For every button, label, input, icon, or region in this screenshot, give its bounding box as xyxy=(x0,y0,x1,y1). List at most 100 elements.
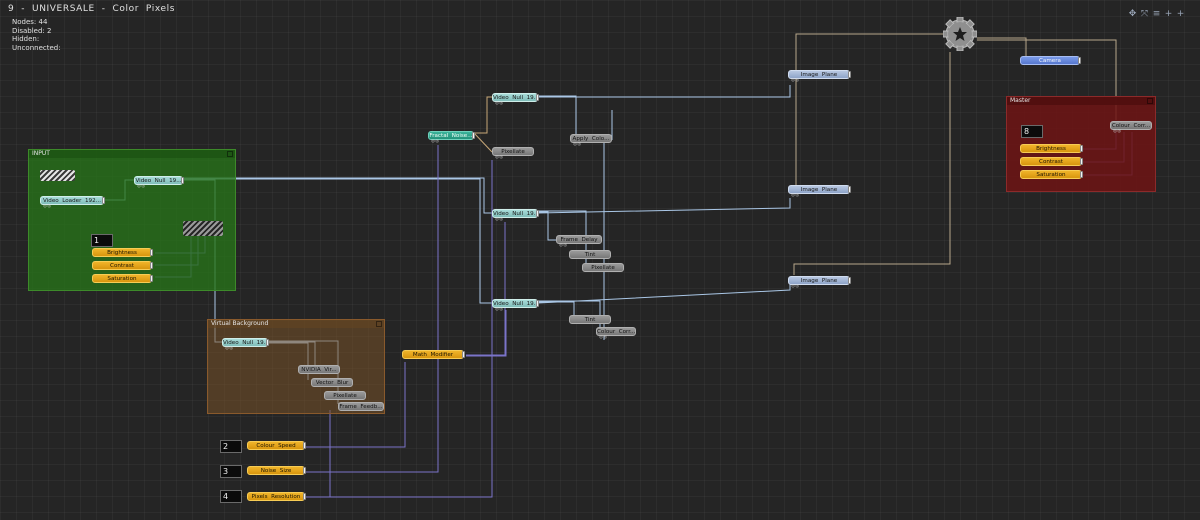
node-brightness-master[interactable]: Brightness xyxy=(1020,144,1083,153)
node-output-cap xyxy=(536,94,539,101)
node-video-null-input[interactable]: Video Null 19...◎◎ xyxy=(134,176,184,189)
node-pixellate-mid[interactable]: Pixellate xyxy=(582,263,624,272)
node-label: Apply Colo... xyxy=(572,136,610,142)
stats-disabled: Disabled: 2 xyxy=(12,27,61,36)
stats-unconnected: Unconnected: xyxy=(12,44,61,53)
node-label: NVIDIA Vir... xyxy=(301,367,337,373)
node-label: Video Null 19... xyxy=(493,211,540,217)
node-output-cap xyxy=(848,186,851,193)
stats-hidden: Hidden: xyxy=(12,35,61,44)
node-label: Vector Blur xyxy=(315,380,349,386)
group-input-close-icon[interactable] xyxy=(227,151,233,157)
node-contrast-input[interactable]: Contrast xyxy=(92,261,153,270)
node-tint-mid[interactable]: Tint xyxy=(569,250,611,259)
node-output-cap xyxy=(150,249,153,256)
node-label: Colour Corr... xyxy=(597,329,636,335)
node-colour-corr-master[interactable]: Colour Corr...◎◎ xyxy=(1110,121,1152,134)
video-preview-thumbnail xyxy=(40,170,75,181)
node-noise-size[interactable]: Noise Size xyxy=(247,466,306,475)
node-tint-low[interactable]: Tint xyxy=(569,315,611,324)
node-label: Video Null 19... xyxy=(135,178,182,184)
node-ports: ◎◎ xyxy=(43,204,52,209)
node-label: Camera xyxy=(1039,58,1061,64)
input-value-field[interactable]: 1 xyxy=(91,234,113,247)
master-value-field[interactable]: 8 xyxy=(1021,125,1043,138)
node-video-null-low[interactable]: Video Null 19...◎◎ xyxy=(492,299,539,312)
node-label: Image Plane xyxy=(800,72,838,78)
node-fractal-noise[interactable]: Fractal Noise...◎◎ xyxy=(428,131,475,144)
node-label: Colour Speed xyxy=(256,443,296,449)
colour-speed-value-field[interactable]: 2 xyxy=(220,440,242,453)
node-saturation-master[interactable]: Saturation xyxy=(1020,170,1083,179)
wire xyxy=(473,132,493,153)
node-image-plane-2[interactable]: Image Plane◎◎ xyxy=(788,185,851,198)
noise-size-value-field[interactable]: 3 xyxy=(220,465,242,478)
stats-disabled-value: 2 xyxy=(47,26,52,35)
node-brightness-input[interactable]: Brightness xyxy=(92,248,153,257)
node-ports: ◎◎ xyxy=(573,142,582,147)
node-ports: ◎◎ xyxy=(495,155,504,160)
node-ports: ◎◎ xyxy=(791,78,800,83)
node-video-loader[interactable]: Video Loader 192...◎◎ xyxy=(40,196,105,209)
fit-icon[interactable]: ⤧ xyxy=(1140,9,1149,19)
node-video-null-vbg[interactable]: Video Null 19...◎◎ xyxy=(222,338,270,351)
node-saturation-input[interactable]: Saturation xyxy=(92,274,153,283)
zoom-in-icon[interactable]: + xyxy=(1176,9,1185,19)
node-label: Tint xyxy=(584,317,596,323)
stats-hidden-label: Hidden: xyxy=(12,35,40,44)
list-icon[interactable]: ≡ xyxy=(1152,9,1161,19)
node-label: Image Plane xyxy=(800,278,838,284)
node-output-cap xyxy=(303,442,306,449)
node-vector-blur[interactable]: Vector Blur xyxy=(311,378,353,387)
node-math-modifier[interactable]: Math Modifier xyxy=(402,350,465,359)
node-camera[interactable]: Camera xyxy=(1020,56,1081,65)
node-pixels-resolution[interactable]: Pixels Resolution xyxy=(247,492,306,501)
node-pixellate-top[interactable]: Pixellate◎◎ xyxy=(492,147,534,160)
node-frame-delay[interactable]: Frame Delay◎◎ xyxy=(556,235,602,248)
node-output-cap xyxy=(1080,158,1083,165)
node-video-null-mid[interactable]: Video Null 19...◎◎ xyxy=(492,209,540,222)
node-image-plane-1[interactable]: Image Plane◎◎ xyxy=(788,70,851,83)
node-label: Video Null 19... xyxy=(223,340,270,346)
group-master-close-icon[interactable] xyxy=(1147,98,1153,104)
node-label: Video Null 19... xyxy=(493,95,540,101)
node-output-cap xyxy=(536,210,539,217)
root-gear-icon[interactable] xyxy=(943,17,977,51)
wire xyxy=(305,145,439,473)
group-master-title: Master xyxy=(1007,97,1155,105)
wire xyxy=(795,33,943,68)
node-label: Brightness xyxy=(107,250,137,256)
wire xyxy=(466,222,506,356)
node-frame-feedback[interactable]: Frame Feedb... xyxy=(338,402,384,411)
stats-nodes: Nodes: 44 xyxy=(12,18,61,27)
node-output-cap xyxy=(1080,171,1083,178)
group-virtual-background-close-icon[interactable] xyxy=(376,321,382,327)
node-label: Pixellate xyxy=(591,265,615,271)
add-icon[interactable]: + xyxy=(1164,9,1173,19)
node-colour-corr-low[interactable]: Colour Corr...◎◎ xyxy=(596,327,636,340)
wire xyxy=(466,310,507,357)
node-label: Video Loader 192... xyxy=(43,198,101,204)
node-nvidia[interactable]: NVIDIA Vir... xyxy=(298,365,340,374)
move-icon[interactable]: ✥ xyxy=(1128,9,1137,19)
pixels-resolution-value-field[interactable]: 4 xyxy=(220,490,242,503)
node-colour-speed[interactable]: Colour Speed xyxy=(247,441,306,450)
node-pixellate-vbg[interactable]: Pixellate xyxy=(324,391,366,400)
stats-nodes-label: Nodes: xyxy=(12,18,37,26)
node-ports: ◎◎ xyxy=(559,243,568,248)
node-output-cap xyxy=(1080,145,1083,152)
node-label: Saturation xyxy=(1036,172,1066,178)
node-output-cap xyxy=(536,300,539,307)
node-apply-colour[interactable]: Apply Colo...◎◎ xyxy=(570,134,612,147)
wire xyxy=(537,282,791,304)
preview-thumbnail xyxy=(183,221,223,236)
node-ports: ◎◎ xyxy=(225,346,234,351)
node-output-cap xyxy=(150,275,153,282)
node-label: Saturation xyxy=(107,276,137,282)
node-video-null-top[interactable]: Video Null 19...◎◎ xyxy=(492,93,540,106)
node-ports: ◎◎ xyxy=(495,307,504,312)
node-image-plane-3[interactable]: Image Plane◎◎ xyxy=(788,276,851,289)
node-output-cap xyxy=(181,177,184,184)
node-contrast-master[interactable]: Contrast xyxy=(1020,157,1083,166)
node-ports: ◎◎ xyxy=(1113,129,1122,134)
